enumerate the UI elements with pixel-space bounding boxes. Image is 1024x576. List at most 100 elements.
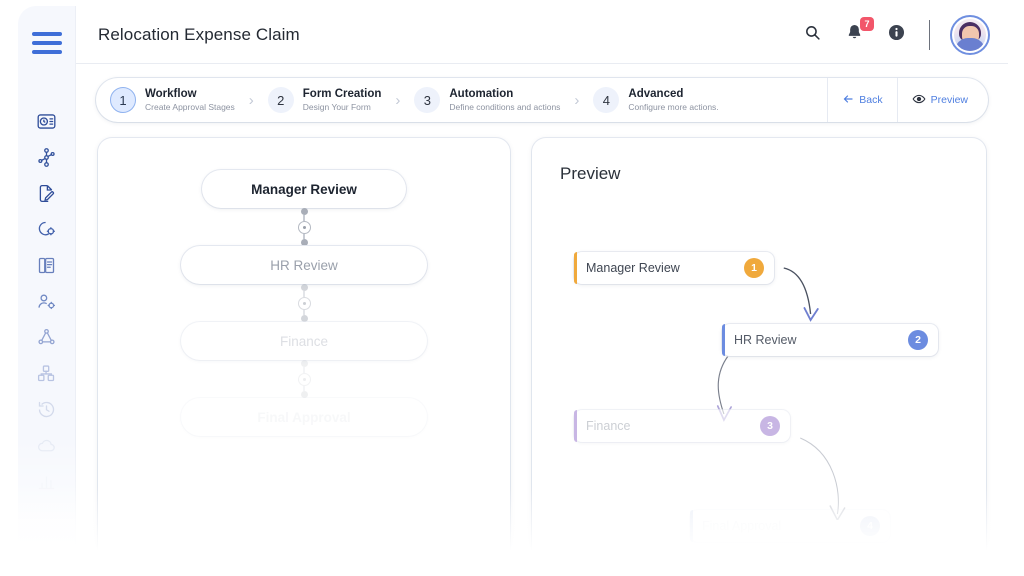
preview-node-label: HR Review: [734, 333, 797, 347]
preview-card: Preview Manager Review: [532, 138, 986, 576]
documents-icon: [36, 255, 57, 276]
user-settings-icon: [36, 291, 57, 312]
workflow-node-hr-review[interactable]: HR Review: [181, 246, 427, 284]
preview-heading: Preview: [560, 164, 621, 183]
preview-node-label: Final Approval: [702, 519, 782, 533]
search-button[interactable]: [799, 22, 825, 48]
step-3-automation[interactable]: 3 Automation Define conditions and actio…: [408, 87, 566, 113]
sitemap-icon: [36, 363, 57, 384]
chevron-right-icon: ›: [574, 91, 580, 109]
step-1-workflow[interactable]: 1 Workflow Create Approval Stages: [104, 87, 241, 113]
node-label: Final Approval: [257, 409, 351, 425]
search-icon: [804, 24, 821, 46]
hamburger-bar: [31, 32, 62, 36]
info-button[interactable]: [883, 22, 909, 48]
step-1-number: 1: [110, 87, 136, 113]
notifications-button[interactable]: 7: [841, 16, 874, 48]
preview-node-finance[interactable]: Finance 3: [574, 410, 790, 442]
menu-toggle-button[interactable]: [31, 32, 62, 54]
preview-node-label: Finance: [586, 419, 631, 433]
sidebar-item-forms[interactable]: [30, 176, 64, 210]
connector-line: [303, 309, 305, 315]
history-icon: [36, 399, 57, 420]
avatar-body: [955, 37, 985, 51]
step-1-title: Workflow: [145, 88, 197, 100]
sidebar-item-automation[interactable]: [30, 212, 64, 246]
sidebar-item-org-chart[interactable]: [30, 320, 64, 354]
step-4-advanced[interactable]: 4 Advanced Configure more actions.: [587, 87, 724, 113]
connector-line: [303, 215, 305, 221]
sidebar-item-records[interactable]: [30, 248, 64, 282]
chevron-right-icon: ›: [395, 91, 401, 109]
eye-icon: [912, 92, 926, 109]
workflow-flow: Manager Review HR Review: [98, 138, 510, 436]
add-step-button[interactable]: [297, 220, 311, 234]
workflow-connector-2: [297, 284, 311, 322]
clock-list-icon: [36, 111, 57, 132]
preview-node-final-approval[interactable]: Final Approval 4: [690, 510, 890, 542]
chevron-right-icon: ›: [248, 91, 254, 109]
hamburger-bar: [31, 41, 62, 45]
back-button[interactable]: Back: [827, 78, 896, 122]
step-4-number: 4: [593, 87, 620, 113]
preview-button[interactable]: Preview: [896, 78, 982, 122]
avatar[interactable]: [950, 14, 990, 55]
preview-canvas: Manager Review 1 HR Review 2 Finance 3: [532, 190, 986, 542]
step-3-subtitle: Define conditions and actions: [449, 101, 561, 112]
content-area: Manager Review HR Review: [76, 132, 1008, 576]
stepper-row: 1 Workflow Create Approval Stages › 2 Fo…: [76, 64, 1008, 132]
workflow-builder-card: Manager Review HR Review: [98, 138, 510, 576]
sidebar: [18, 6, 76, 576]
topbar: Relocation Expense Claim: [76, 6, 1008, 64]
hierarchy-icon: [36, 327, 57, 348]
workflow-nodes-icon: [36, 147, 57, 168]
step-2-form-creation[interactable]: 2 Form Creation Design Your Form: [262, 87, 388, 113]
preview-node-badge: 3: [760, 416, 780, 436]
sidebar-item-integrations[interactable]: [30, 356, 64, 390]
node-accent-bar: [574, 410, 577, 442]
app-window: Relocation Expense Claim: [18, 6, 1008, 576]
page-title: Relocation Expense Claim: [98, 24, 300, 44]
stepper: 1 Workflow Create Approval Stages › 2 Fo…: [96, 78, 988, 122]
step-2-title: Form Creation: [302, 88, 382, 100]
step-1-subtitle: Create Approval Stages: [145, 101, 235, 112]
workflow-node-manager-review[interactable]: Manager Review: [202, 170, 406, 208]
connector-line: [303, 291, 305, 297]
connector-dot: [300, 315, 308, 322]
node-accent-bar: [574, 252, 577, 284]
main-region: Relocation Expense Claim: [76, 6, 1008, 576]
connector-line: [303, 385, 305, 391]
node-accent-bar: [690, 510, 693, 542]
add-step-button[interactable]: [297, 372, 311, 386]
sidebar-item-users[interactable]: [30, 284, 64, 318]
sidebar-item-api[interactable]: [30, 428, 64, 462]
step-4-subtitle: Configure more actions.: [628, 101, 719, 112]
preview-node-hr-review[interactable]: HR Review 2: [722, 324, 938, 356]
node-label: HR Review: [270, 257, 338, 273]
bell-icon: [845, 23, 864, 47]
connector-dot: [300, 239, 308, 246]
notification-badge: 7: [860, 16, 874, 31]
add-step-button[interactable]: [297, 296, 311, 310]
stepper-actions: Back Preview: [827, 78, 982, 122]
avatar-image: [954, 18, 986, 51]
sidebar-item-workflow[interactable]: [30, 140, 64, 174]
sidebar-item-dashboard[interactable]: [30, 104, 64, 138]
chart-icon: [36, 471, 57, 492]
preview-node-manager-review[interactable]: Manager Review 1: [574, 252, 774, 284]
automation-gear-icon: [36, 219, 57, 240]
document-edit-icon: [36, 183, 57, 204]
preview-node-label: Manager Review: [586, 261, 680, 275]
connector-dot: [300, 284, 308, 291]
back-label: Back: [859, 94, 883, 106]
preview-node-badge: 4: [860, 516, 880, 536]
topbar-divider: [929, 19, 930, 50]
workflow-node-finance[interactable]: Finance: [181, 322, 427, 360]
preview-node-badge: 2: [908, 330, 928, 350]
workflow-node-final-approval[interactable]: Final Approval: [181, 398, 427, 436]
topbar-actions: 7: [799, 14, 990, 55]
sidebar-item-analytics[interactable]: [30, 464, 64, 498]
sidebar-item-history[interactable]: [30, 392, 64, 426]
connector-dot: [300, 360, 308, 367]
